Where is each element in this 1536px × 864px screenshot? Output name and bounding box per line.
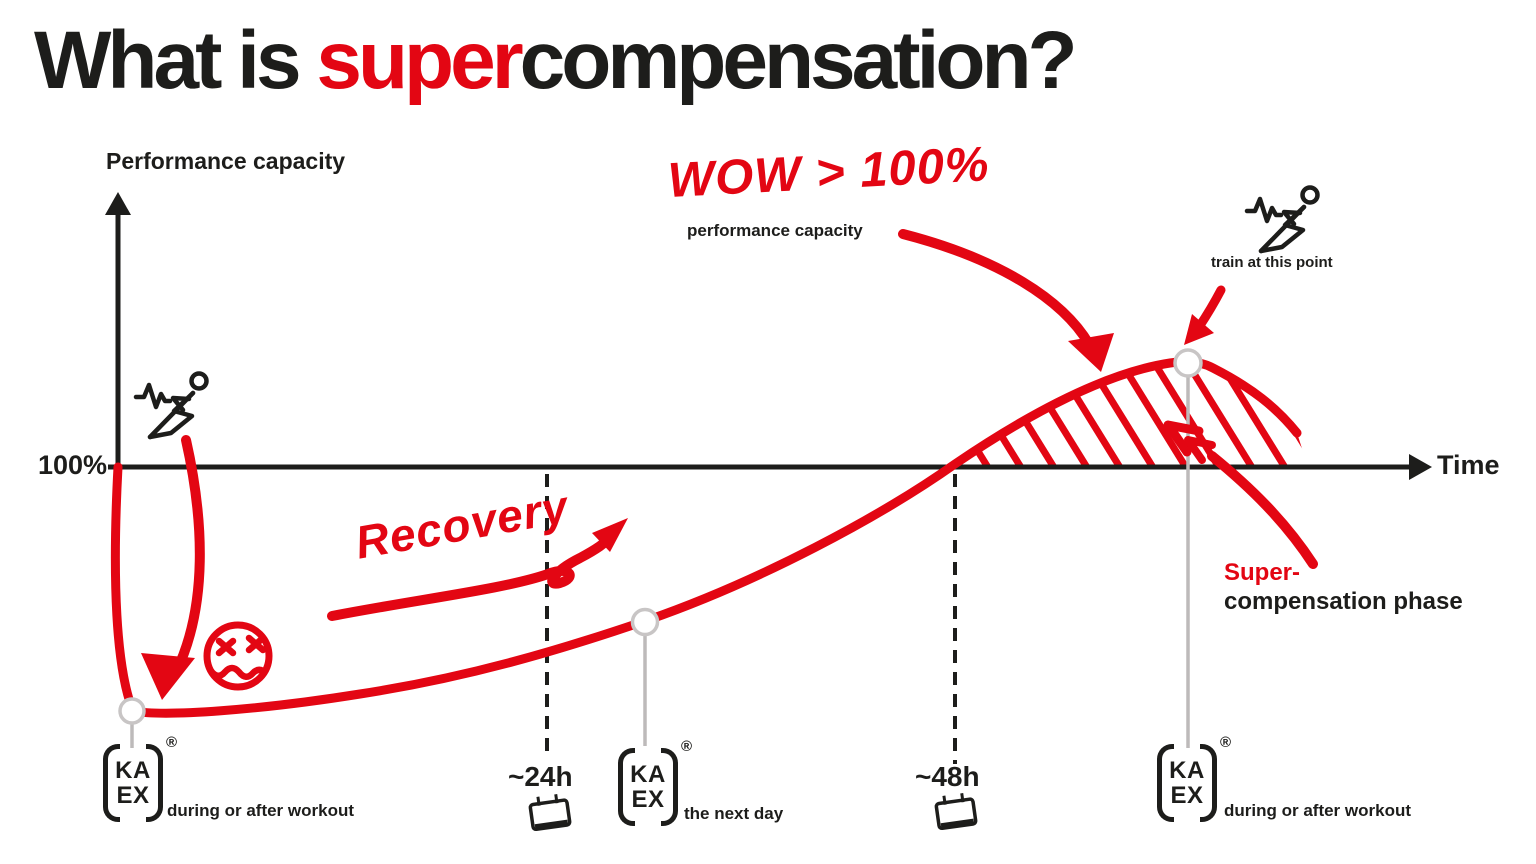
calendar-icon [934, 793, 978, 831]
title-highlight: super [316, 15, 523, 106]
runner-icon [1244, 185, 1320, 254]
exhausted-smiley-icon [203, 621, 273, 691]
kaex-wordmark: KA EX [618, 748, 678, 826]
registered-mark: ® [680, 738, 692, 755]
next-day-dot [630, 607, 660, 637]
wow-arrow [898, 229, 1114, 372]
bracket-right-icon [146, 744, 163, 822]
y-axis-arrow-icon [105, 192, 131, 215]
peak-dot [1173, 348, 1203, 378]
axes [105, 192, 1432, 480]
kaex-bottom: EX [116, 782, 150, 809]
bracket-right-icon [661, 748, 678, 826]
page-title: What is supercompensation? [34, 14, 1078, 108]
registered-mark: ® [1219, 734, 1231, 751]
kaex-logo: KA EX ® [618, 738, 692, 826]
time-48h-label: ~48h [915, 761, 980, 792]
kaex-bottom: EX [1170, 782, 1204, 809]
x-axis-arrow-icon [1409, 454, 1432, 480]
bracket-left-icon [103, 744, 120, 822]
supercomp-highlight: Super- [1224, 559, 1301, 586]
y-axis-label: Performance capacity [106, 148, 346, 174]
supercomp-rest: compensation phase [1224, 588, 1463, 615]
time-24h-label: ~24h [508, 761, 573, 792]
x-axis-label: Time [1437, 450, 1500, 480]
runner-icon [133, 371, 209, 440]
calendar-icon [528, 794, 572, 832]
title-suffix: compensation? [519, 15, 1078, 106]
low-point-dot [118, 697, 146, 725]
kaex-wordmark: KA EX [1157, 744, 1217, 822]
recovery-arrow [327, 518, 628, 621]
kaex-bottom: EX [631, 786, 665, 813]
train-here-label: train at this point [1211, 254, 1333, 271]
registered-mark: ® [165, 734, 177, 751]
kaex-logo: KA EX ® [1157, 734, 1231, 822]
caption-next-day: the next day [684, 804, 784, 823]
kaex-top: KA [115, 757, 151, 784]
supercomp-arrow [1163, 420, 1318, 569]
caption-during-after-workout: during or after workout [1224, 801, 1411, 820]
curve-point-markers [118, 348, 1203, 725]
train-point-arrow [1184, 285, 1226, 345]
workout-drop-arrow [141, 435, 205, 700]
baseline-100-label: 100% [38, 450, 108, 480]
kaex-top: KA [1169, 757, 1205, 784]
caption-during-after-workout: during or after workout [167, 801, 354, 820]
kaex-top: KA [630, 761, 666, 788]
bracket-right-icon [1200, 744, 1217, 822]
kaex-wordmark: KA EX [103, 744, 163, 822]
title-prefix: What is [34, 15, 317, 106]
kaex-logo: KA EX ® [103, 734, 177, 822]
supercomp-phase-label: Super- compensation phase [1224, 558, 1463, 616]
bracket-left-icon [618, 748, 635, 826]
wow-subline: performance capacity [687, 221, 863, 240]
bracket-left-icon [1157, 744, 1174, 822]
